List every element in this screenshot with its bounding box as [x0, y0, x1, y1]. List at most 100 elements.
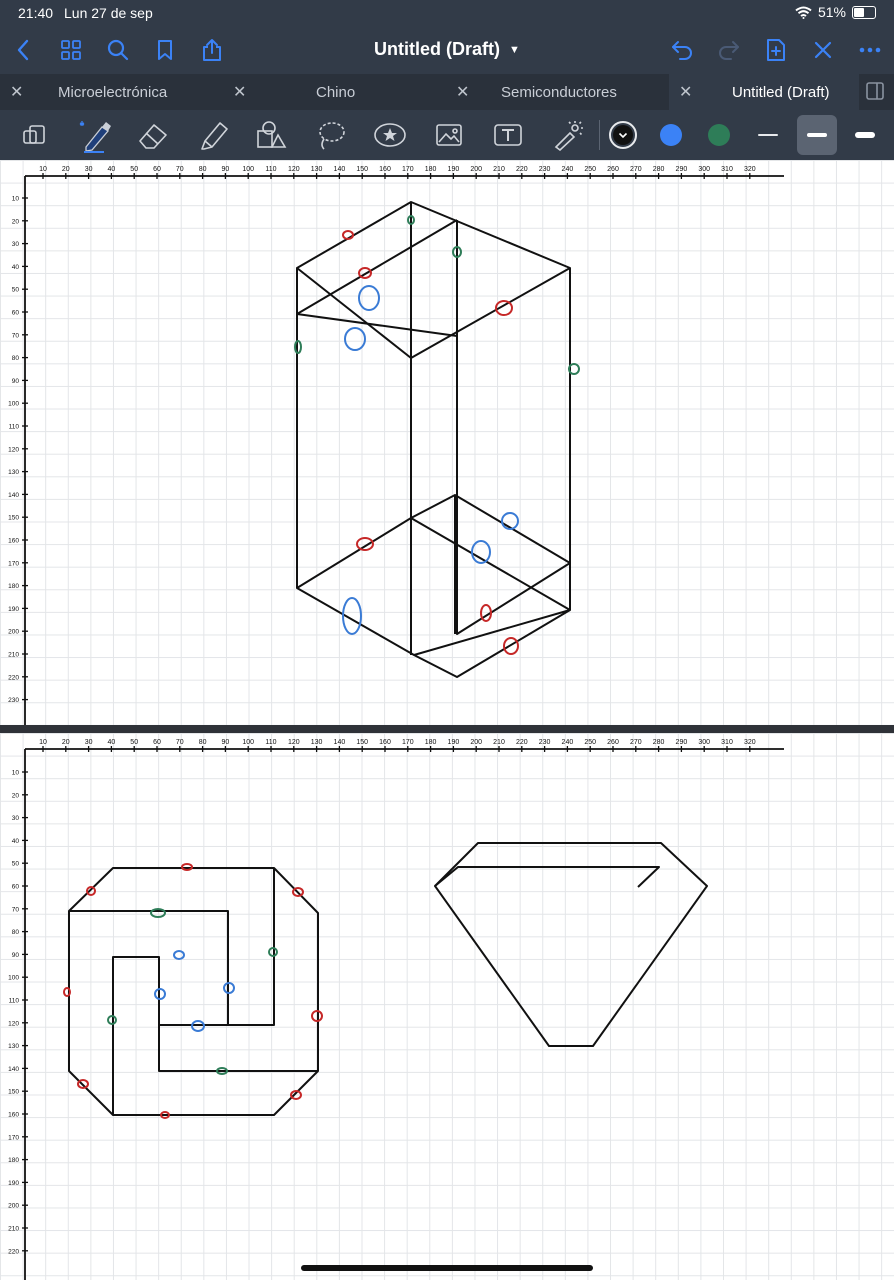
color-black-selected[interactable]: [603, 117, 643, 153]
annotation-marks: [294, 215, 580, 655]
color-green[interactable]: [699, 117, 739, 153]
undo-icon[interactable]: [668, 36, 696, 64]
split-view-icon[interactable]: [866, 82, 884, 100]
x-tick-label: 100: [242, 739, 254, 746]
tab-bar: ✕ Microelectrónica ✕ Chino ✕ Semiconduct…: [0, 74, 894, 110]
eraser-icon[interactable]: [133, 117, 173, 153]
green-ink-mark: [407, 215, 415, 225]
document-title[interactable]: Untitled (Draft): [374, 39, 501, 59]
green-ink-mark: [216, 1067, 228, 1075]
y-tick-label: 70: [12, 332, 20, 339]
y-tick-label: 50: [12, 287, 20, 294]
add-page-icon[interactable]: [762, 36, 790, 64]
shapes-icon[interactable]: [251, 117, 291, 153]
highlighter-icon[interactable]: [193, 117, 233, 153]
close-tab-icon[interactable]: ✕: [679, 84, 693, 101]
tab-semiconductores[interactable]: ✕ Semiconductores: [446, 74, 669, 110]
y-tick-label: 200: [8, 629, 19, 636]
x-tick-label: 20: [62, 166, 70, 173]
home-indicator[interactable]: [301, 1265, 593, 1271]
y-tick-label: 30: [12, 815, 20, 822]
redo-icon[interactable]: [715, 36, 743, 64]
green-ink-mark: [568, 363, 580, 375]
tools-icon[interactable]: [809, 36, 837, 64]
stroke-medium-selected[interactable]: [797, 115, 837, 155]
bookmark-icon[interactable]: [151, 36, 179, 64]
x-tick-label: 250: [584, 166, 596, 173]
sticker-icon[interactable]: [370, 117, 410, 153]
x-tick-label: 50: [130, 166, 138, 173]
y-tick-label: 230: [8, 697, 19, 704]
x-tick-label: 140: [334, 739, 346, 746]
drawing-toolbar: [0, 110, 894, 160]
share-icon[interactable]: [198, 36, 226, 64]
close-tab-icon[interactable]: ✕: [10, 84, 24, 101]
x-tick-label: 190: [448, 739, 460, 746]
tab-microelectronica[interactable]: ✕ Microelectrónica: [0, 74, 223, 110]
x-tick-label: 270: [630, 166, 642, 173]
x-tick-label: 320: [744, 166, 756, 173]
y-tick-label: 140: [8, 1066, 19, 1073]
grid-view-icon[interactable]: [57, 36, 85, 64]
stroke-thin[interactable]: [748, 117, 788, 153]
search-icon[interactable]: [104, 36, 132, 64]
blue-ink-mark: [191, 1020, 205, 1032]
text-tool-icon[interactable]: [488, 117, 528, 153]
y-tick-label: 130: [8, 469, 19, 476]
blue-ink-mark: [154, 988, 166, 1000]
x-tick-label: 230: [539, 739, 551, 746]
more-icon[interactable]: [856, 36, 884, 64]
red-ink-mark: [495, 300, 513, 316]
y-tick-label: 220: [8, 674, 19, 681]
y-tick-label: 170: [8, 560, 19, 567]
y-tick-label: 210: [8, 1226, 19, 1233]
y-tick-label: 130: [8, 1043, 19, 1050]
inner-spiral-right: [158, 868, 318, 1072]
x-tick-label: 60: [153, 166, 161, 173]
x-tick-label: 150: [356, 739, 368, 746]
red-ink-mark: [503, 637, 519, 655]
image-icon[interactable]: [429, 117, 469, 153]
status-bar: 21:40 Lun 27 de sep 51%: [0, 0, 894, 26]
y-tick-label: 120: [8, 1020, 19, 1027]
close-tab-icon[interactable]: ✕: [233, 84, 247, 101]
lasso-icon[interactable]: [311, 117, 351, 153]
x-tick-label: 50: [130, 739, 138, 746]
toolbar-separator: [599, 120, 600, 150]
x-tick-label: 300: [698, 739, 710, 746]
y-tick-label: 110: [9, 998, 20, 1005]
x-tick-label: 130: [311, 166, 323, 173]
y-tick-label: 160: [8, 538, 19, 545]
stroke-thick[interactable]: [845, 117, 885, 153]
x-tick-label: 100: [242, 166, 254, 173]
x-tick-label: 260: [607, 739, 619, 746]
red-ink-mark: [480, 604, 492, 622]
inner-spiral-left: [69, 910, 229, 1115]
laser-pointer-icon[interactable]: [547, 117, 587, 153]
y-tick-label: 80: [12, 929, 20, 936]
x-tick-label: 110: [265, 166, 276, 173]
x-tick-label: 70: [176, 166, 184, 173]
chevron-down-icon[interactable]: ▼: [509, 44, 520, 56]
y-tick-label: 20: [12, 218, 20, 225]
x-tick-label: 120: [288, 166, 300, 173]
green-ink-mark: [107, 1015, 117, 1025]
tab-chino[interactable]: ✕ Chino: [223, 74, 446, 110]
y-tick-label: 120: [8, 446, 19, 453]
prism-base-edges: [413, 609, 571, 678]
x-tick-label: 260: [607, 166, 619, 173]
doc-title-area: Untitled (Draft) ▼: [0, 39, 894, 60]
read-only-icon[interactable]: [15, 117, 55, 153]
close-tab-icon[interactable]: ✕: [456, 84, 470, 101]
back-icon[interactable]: [9, 36, 37, 64]
x-tick-label: 290: [676, 166, 688, 173]
x-tick-label: 150: [356, 166, 368, 173]
tab-untitled-draft[interactable]: ✕ Untitled (Draft): [669, 74, 859, 110]
pen-tool-icon[interactable]: [76, 117, 116, 153]
x-tick-label: 170: [402, 166, 414, 173]
y-tick-label: 70: [12, 906, 20, 913]
y-tick-label: 160: [8, 1112, 19, 1119]
color-blue[interactable]: [651, 117, 691, 153]
